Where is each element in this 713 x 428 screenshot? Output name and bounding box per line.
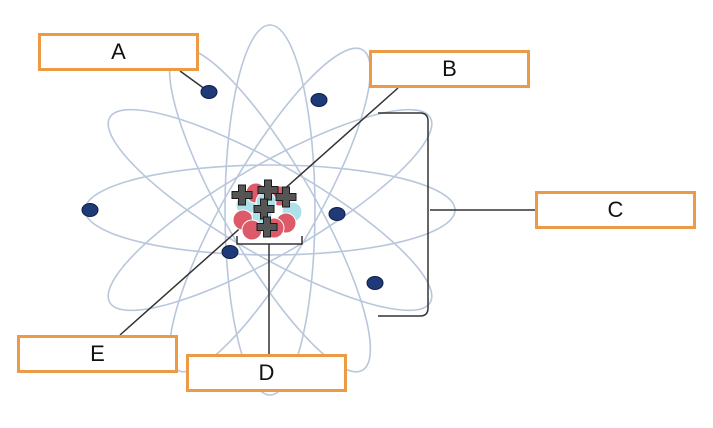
electrons	[81, 85, 384, 290]
plus-sign-icon	[256, 216, 278, 238]
electron	[200, 85, 218, 99]
electron	[310, 93, 328, 107]
label-box-a: A	[38, 33, 199, 71]
bracket-c	[378, 112, 429, 317]
label-e: E	[90, 341, 105, 366]
label-d: D	[258, 360, 275, 385]
label-box-c: C	[535, 191, 696, 229]
label-box-e: E	[17, 335, 178, 373]
label-box-b: B	[369, 50, 530, 88]
label-box-d: D	[186, 354, 347, 392]
label-c: C	[607, 197, 624, 222]
bracket-d	[236, 236, 303, 245]
orbit-ring	[107, 108, 433, 312]
electron	[328, 207, 346, 221]
label-a: A	[111, 39, 126, 64]
label-b: B	[442, 56, 457, 81]
orbits	[84, 24, 456, 396]
electron	[81, 203, 99, 217]
electron	[221, 245, 239, 259]
plus-sign-icon	[275, 186, 297, 208]
plus-sign-icon	[257, 179, 279, 201]
plus-signs	[231, 179, 297, 238]
plus-sign-icon	[231, 184, 253, 206]
orbit-ring	[107, 108, 433, 312]
orbit-ring	[224, 24, 316, 396]
electron	[366, 276, 384, 290]
